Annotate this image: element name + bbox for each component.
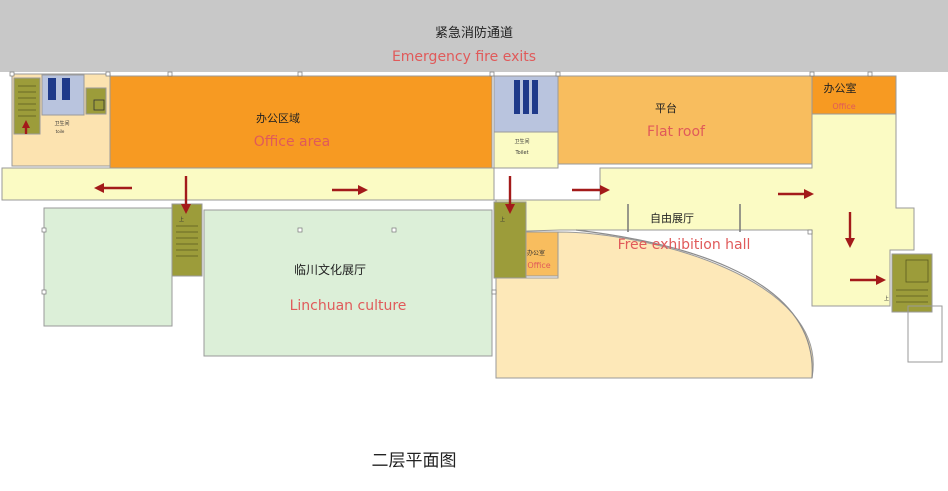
left-stair-steps — [18, 85, 36, 117]
center-stair — [493, 201, 527, 279]
arrow-right-icon — [778, 189, 814, 199]
room-free-exhibition-hall — [495, 231, 814, 379]
flat-roof-label-cn: 平台 — [655, 101, 677, 115]
mid-toilet-lobby — [493, 131, 559, 169]
mid-left-stair-steps — [176, 225, 198, 257]
arrow-down-icon — [845, 212, 855, 248]
stair-up-label: 上 — [179, 216, 184, 223]
linchuan-label-en: Linchuan culture — [290, 298, 407, 314]
left-small-stair — [85, 87, 107, 115]
toilet-stall-icon — [48, 78, 56, 100]
column-markers — [9, 71, 873, 295]
culture-west-block — [43, 207, 173, 327]
elevator-icon — [93, 99, 105, 111]
arrow-left-icon — [94, 183, 132, 193]
hall-curve-wall — [575, 229, 813, 379]
free-hall-label-en: Free exhibition hall — [618, 237, 751, 253]
stair-up-label: 上 — [884, 295, 889, 302]
hall-partitions — [627, 204, 741, 232]
band-title-en: Emergency fire exits — [392, 49, 536, 65]
east-balcony — [907, 305, 943, 363]
arrow-right-icon — [850, 275, 886, 285]
office-ne-label-en: Office — [832, 102, 855, 111]
mid-left-stair — [171, 203, 203, 277]
room-office-small — [525, 231, 559, 277]
free-hall-label-cn: 自由展厅 — [650, 211, 694, 225]
arrow-up-icon — [22, 120, 30, 134]
office-area-label-en: Office area — [254, 134, 331, 150]
floor-caption: 二层平面图 — [372, 451, 457, 471]
arrow-right-icon — [572, 185, 610, 195]
band-title-cn: 紧急消防通道 — [435, 25, 513, 41]
toilet-mid-label-en: Toilet — [514, 150, 528, 156]
east-stair-steps — [896, 289, 928, 303]
toilet-left-label-cn: 卫生间 — [54, 120, 69, 127]
stair-up-label: 上 — [500, 216, 505, 223]
office-small-label-en: Office — [527, 261, 550, 270]
toilet-stall-icon — [62, 78, 70, 100]
office-area-label-cn: 办公区域 — [256, 112, 300, 125]
arrow-right-icon — [332, 185, 368, 195]
toilet-mid-label-cn: 卫生间 — [514, 138, 529, 145]
arrow-down-icon — [181, 176, 191, 214]
toilet-left-label-en: toile — [56, 129, 65, 134]
arrow-down-icon — [505, 176, 515, 214]
east-stair — [891, 253, 933, 313]
emergency-band — [0, 0, 948, 72]
office-small-label-cn: 办公室 — [527, 249, 545, 257]
office-ne-label-cn: 办公室 — [824, 81, 857, 95]
evacuation-arrows — [22, 120, 886, 285]
east-stair-core — [905, 259, 929, 283]
room-flat-roof — [557, 75, 813, 165]
mid-toilet-stalls — [514, 80, 538, 114]
flat-roof-label-en: Flat roof — [647, 124, 706, 140]
linchuan-label-cn: 临川文化展厅 — [294, 262, 366, 277]
room-office-area — [109, 75, 493, 169]
room-linchuan-culture — [203, 209, 493, 357]
room-office-ne — [811, 75, 897, 115]
